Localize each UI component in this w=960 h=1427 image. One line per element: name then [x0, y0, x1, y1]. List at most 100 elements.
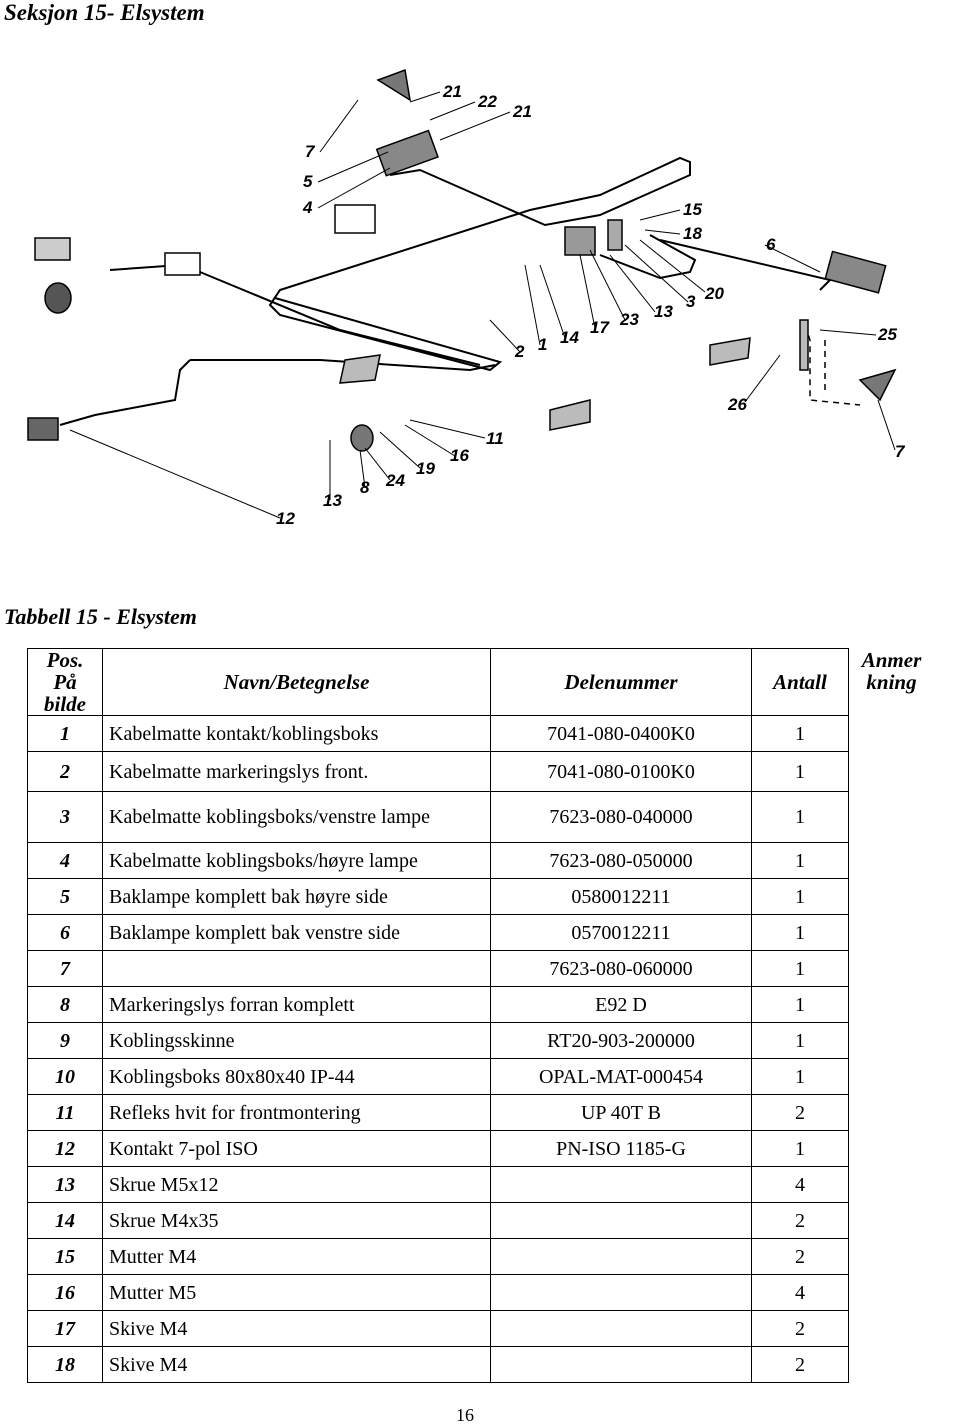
- callout-label: 4: [302, 198, 313, 217]
- callout-label: 21: [512, 102, 532, 121]
- row-part-number: [490, 1238, 752, 1275]
- row-pos: 1: [27, 715, 103, 752]
- row-pos: 4: [27, 842, 103, 879]
- callout-label: 25: [877, 325, 897, 344]
- row-remarks: [848, 791, 934, 843]
- callout-label: 16: [450, 446, 469, 465]
- callout-label: 13: [654, 302, 673, 321]
- row-quantity: 4: [751, 1274, 849, 1311]
- row-name: [102, 950, 491, 987]
- callout-label: 7: [895, 442, 906, 461]
- row-quantity: 1: [751, 878, 849, 915]
- row-pos: 8: [27, 986, 103, 1023]
- row-pos: 5: [27, 878, 103, 915]
- row-quantity: 1: [751, 1022, 849, 1059]
- row-part-number: [490, 1310, 752, 1347]
- row-quantity: 1: [751, 1130, 849, 1167]
- row-remarks: [848, 914, 934, 951]
- callout-label: 22: [477, 92, 497, 111]
- row-part-number: E92 D: [490, 986, 752, 1023]
- row-pos: 6: [27, 914, 103, 951]
- row-quantity: 1: [751, 715, 849, 752]
- header-name: Navn/Betegnelse: [102, 648, 491, 716]
- row-name: Koblingsboks 80x80x40 IP-44: [102, 1058, 491, 1095]
- row-name: Refleks hvit for frontmontering: [102, 1094, 491, 1131]
- row-quantity: 1: [751, 986, 849, 1023]
- row-part-number: [490, 1202, 752, 1239]
- row-quantity: 2: [751, 1310, 849, 1347]
- row-remarks: [848, 986, 934, 1023]
- row-quantity: 1: [751, 842, 849, 879]
- row-remarks: [848, 1166, 934, 1203]
- row-pos: 9: [27, 1022, 103, 1059]
- callout-label: 13: [323, 491, 342, 510]
- parts-table: Pos. På bilde Navn/Betegnelse Delenummer…: [27, 648, 934, 1383]
- row-name: Koblingsskinne: [102, 1022, 491, 1059]
- header-quantity: Antall: [751, 648, 849, 716]
- row-name: Markeringslys forran komplett: [102, 986, 491, 1023]
- row-pos: 10: [27, 1058, 103, 1095]
- row-remarks: [848, 1274, 934, 1311]
- callout-label: 18: [683, 224, 702, 243]
- row-name: Mutter M5: [102, 1274, 491, 1311]
- row-name: Skrue M4x35: [102, 1202, 491, 1239]
- callout-label: 7: [305, 142, 316, 161]
- table-header-row: Pos. På bilde Navn/Betegnelse Delenummer…: [27, 648, 934, 716]
- row-quantity: 1: [751, 791, 849, 843]
- row-name: Skive M4: [102, 1310, 491, 1347]
- row-quantity: 2: [751, 1238, 849, 1275]
- callout-label: 5: [303, 172, 313, 191]
- row-part-number: OPAL-MAT-000454: [490, 1058, 752, 1095]
- header-part-number: Delenummer: [490, 648, 752, 716]
- row-quantity: 2: [751, 1346, 849, 1383]
- callout-label: 24: [385, 471, 405, 490]
- callout-label: 11: [486, 429, 504, 448]
- row-pos: 13: [27, 1166, 103, 1203]
- row-part-number: UP 40T B: [490, 1094, 752, 1131]
- row-part-number: [490, 1274, 752, 1311]
- row-remarks: [848, 1058, 934, 1095]
- row-remarks: [848, 751, 934, 792]
- row-part-number: 7623-080-060000: [490, 950, 752, 987]
- row-remarks: [848, 1310, 934, 1347]
- row-name: Baklampe komplett bak høyre side: [102, 878, 491, 915]
- callout-label: 1: [538, 335, 547, 354]
- page-number: 16: [456, 1405, 474, 1425]
- table-title: Tabbell 15 - Elsystem: [4, 604, 197, 629]
- row-name: Kabelmatte kontakt/koblingsboks: [102, 715, 491, 752]
- callout-label: 12: [276, 509, 295, 528]
- row-name: Skrue M5x12: [102, 1166, 491, 1203]
- row-quantity: 2: [751, 1202, 849, 1239]
- row-part-number: 7623-080-050000: [490, 842, 752, 879]
- row-pos: 15: [27, 1238, 103, 1275]
- callout-label: 17: [590, 318, 610, 337]
- row-remarks: [848, 1094, 934, 1131]
- row-part-number: 7041-080-0100K0: [490, 751, 752, 792]
- callout-label: 19: [416, 459, 435, 478]
- row-quantity: 1: [751, 751, 849, 792]
- row-remarks: [848, 1202, 934, 1239]
- row-remarks: [848, 715, 934, 752]
- row-name: Kabelmatte markeringslys front.: [102, 751, 491, 792]
- row-pos: 16: [27, 1274, 103, 1311]
- row-pos: 2: [27, 751, 103, 792]
- row-name: Kontakt 7-pol ISO: [102, 1130, 491, 1167]
- callout-label: 23: [619, 310, 639, 329]
- row-part-number: RT20-903-200000: [490, 1022, 752, 1059]
- row-remarks: [848, 950, 934, 987]
- row-pos: 12: [27, 1130, 103, 1167]
- row-pos: 18: [27, 1346, 103, 1383]
